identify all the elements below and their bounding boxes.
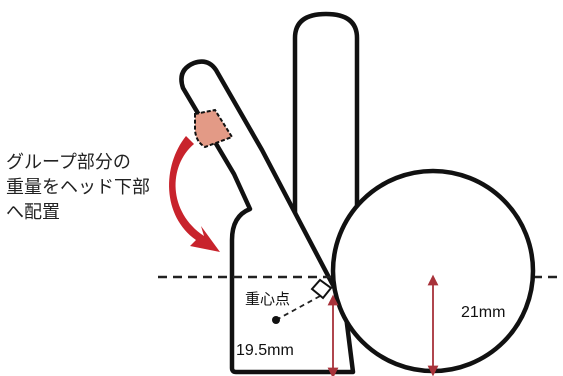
distance-right-label: 21mm: [461, 304, 505, 321]
grip-tip-shaded: [194, 108, 234, 149]
distance-left-label: 19.5mm: [236, 342, 294, 359]
center-of-gravity-label: 重心点: [245, 290, 290, 308]
move-arrow-curved: [169, 136, 220, 252]
center-of-gravity-dot: [272, 316, 280, 324]
right-angle-marker: [310, 278, 333, 300]
caption-text: グループ部分の 重量をヘッド下部 へ配置: [6, 152, 150, 223]
